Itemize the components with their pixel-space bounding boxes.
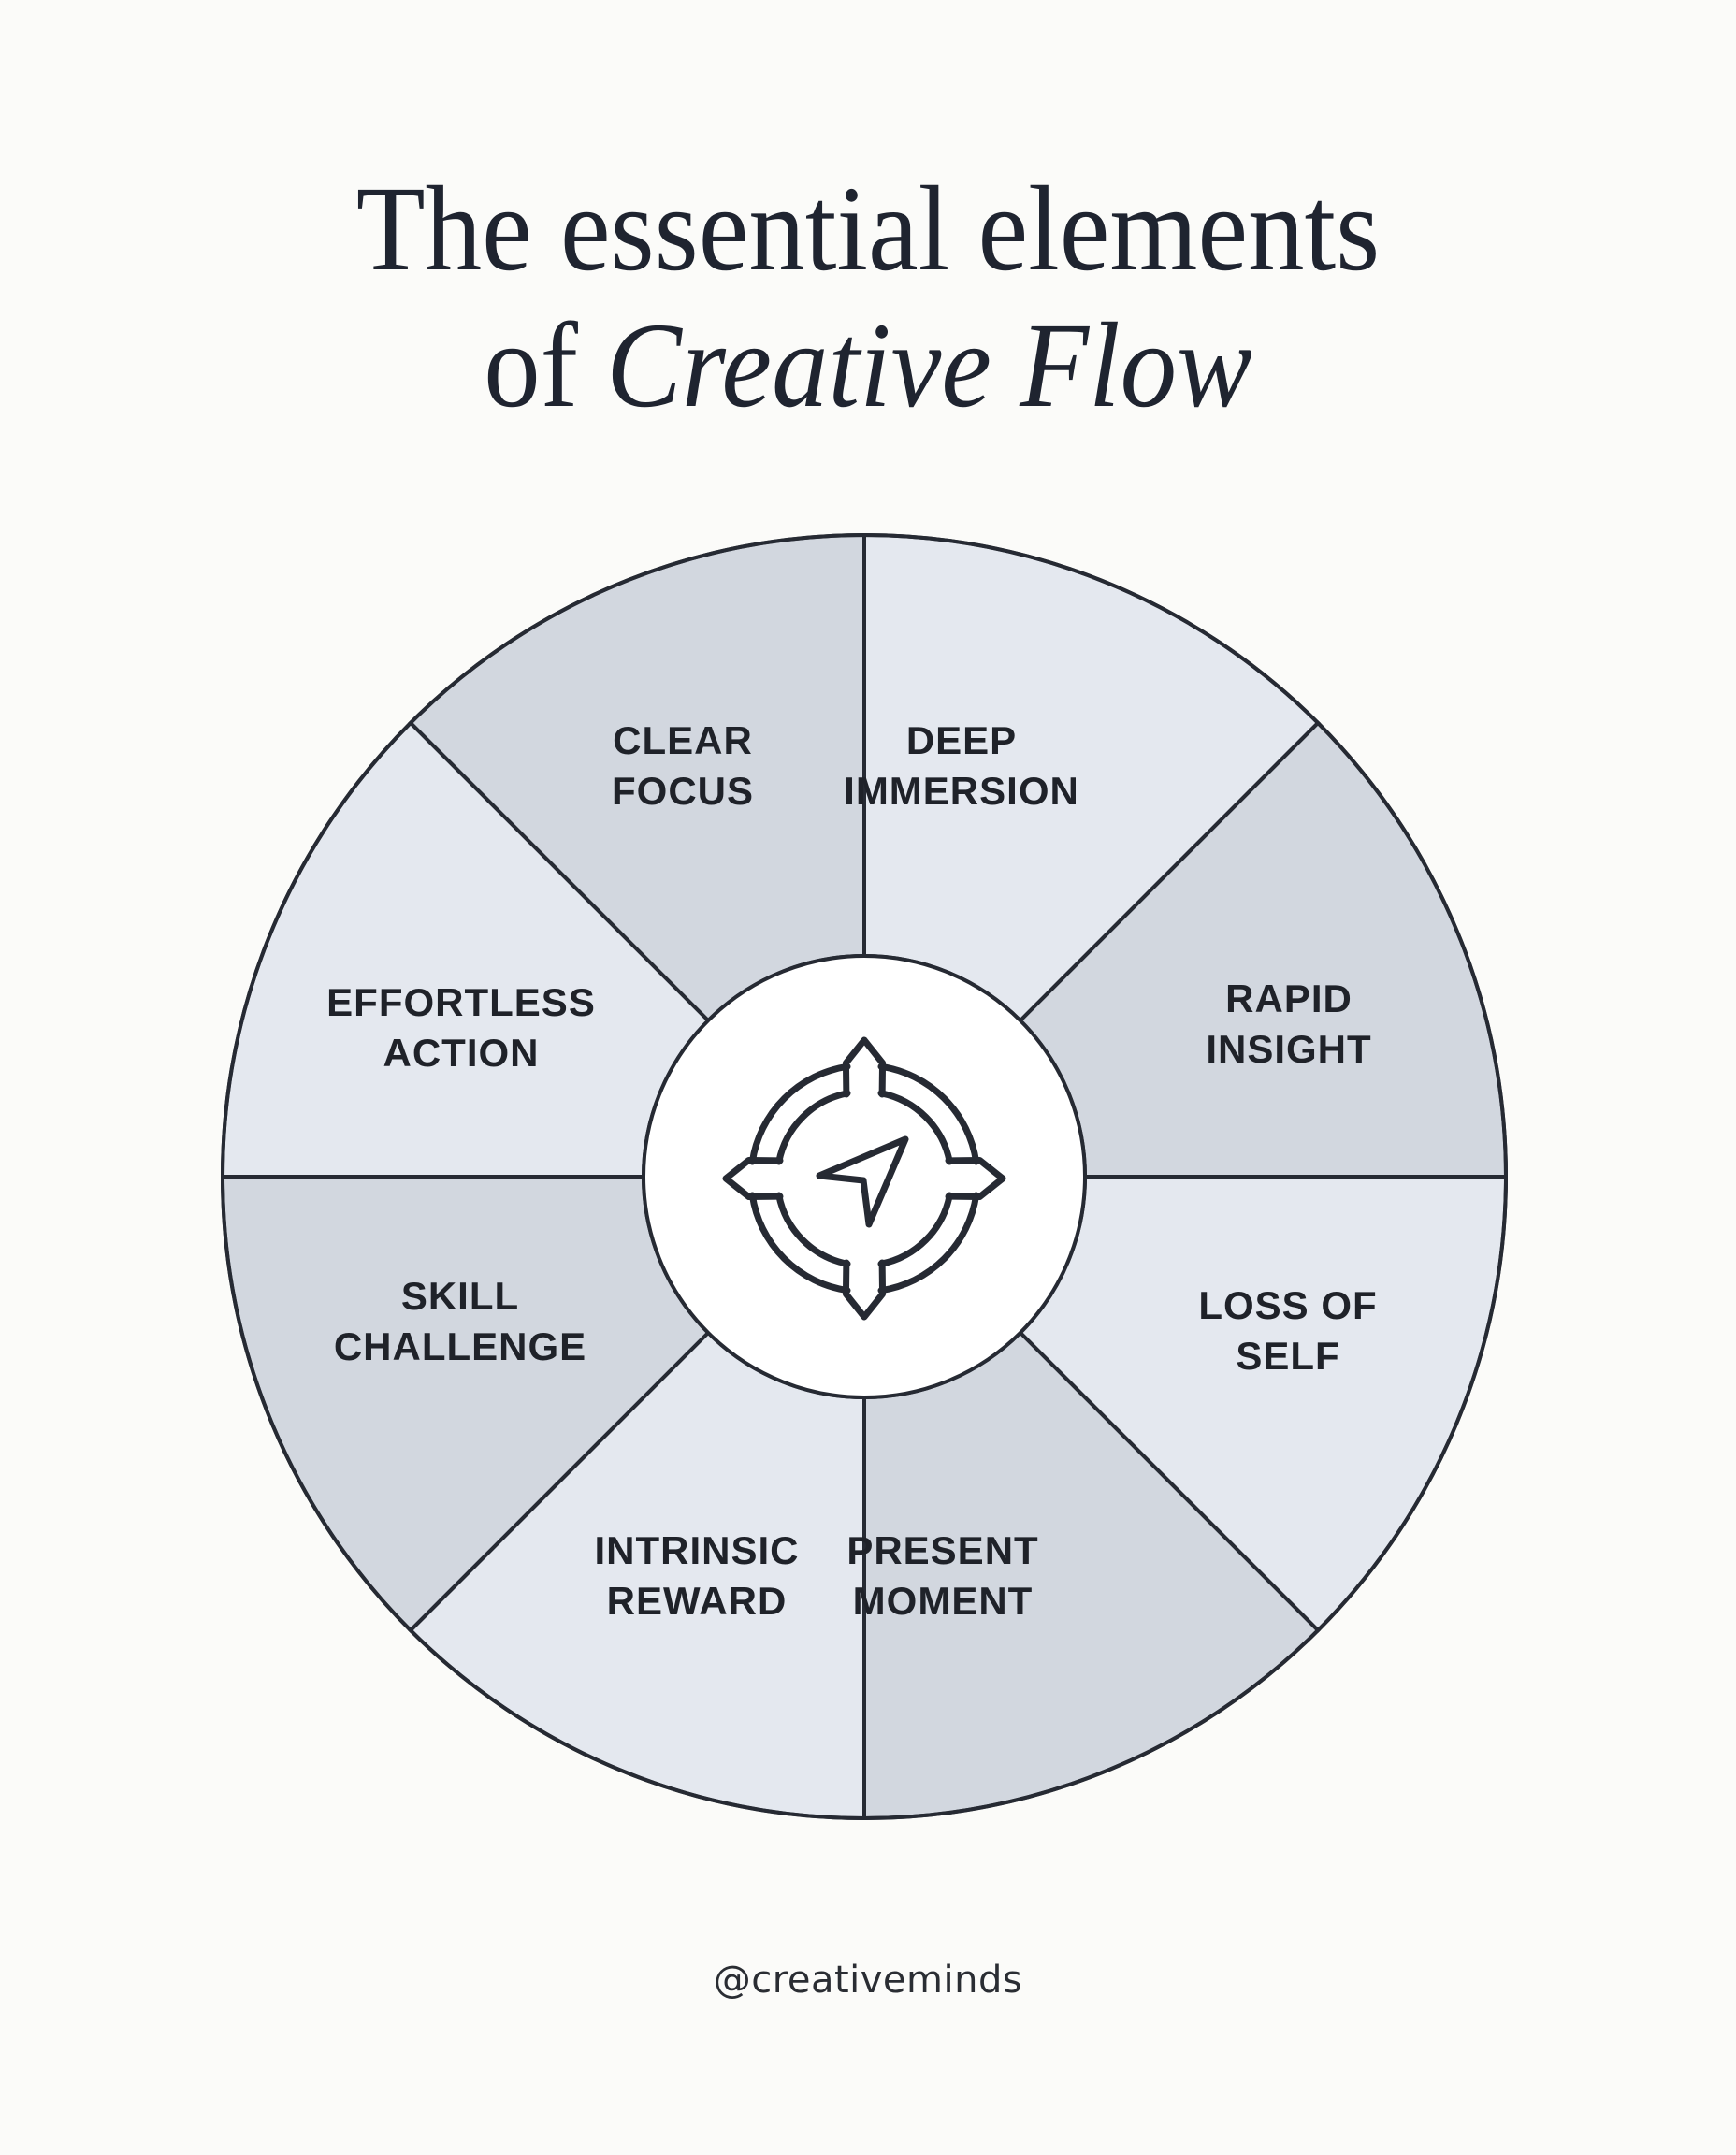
wheel-outer-ring bbox=[221, 533, 1508, 1820]
page-title-line2: of Creative Flow bbox=[61, 296, 1675, 436]
compass-inner-ring bbox=[775, 1090, 953, 1267]
segment-label: DEEP IMMERSION bbox=[844, 718, 1079, 813]
segment-label-line2: SELF bbox=[1236, 1334, 1339, 1378]
segment-label-line1: INTRINSIC bbox=[595, 1528, 800, 1572]
title-prefix: of bbox=[484, 298, 607, 433]
wheel-labels: CLEAR FOCUS DEEP IMMERSION RAPID INSIGHT LOSS … bbox=[326, 718, 1377, 1623]
segment-label: INTRINSIC REWARD bbox=[595, 1528, 800, 1623]
segment-label-line1: RAPID bbox=[1225, 976, 1353, 1020]
compass-needle bbox=[816, 1135, 909, 1228]
segment-label-line2: MOMENT bbox=[853, 1579, 1034, 1623]
wheel-hub bbox=[642, 954, 1087, 1399]
compass-outer-ring bbox=[748, 1063, 980, 1294]
title-emphasis: Creative Flow bbox=[606, 298, 1252, 433]
segment-label-line2: INSIGHT bbox=[1206, 1027, 1371, 1071]
segment-label: LOSS OF SELF bbox=[1198, 1283, 1377, 1378]
author-handle: @creativeminds bbox=[713, 1959, 1023, 2002]
segment-label: EFFORTLESS ACTION bbox=[326, 980, 596, 1075]
segment-label-line2: IMMERSION bbox=[844, 769, 1079, 813]
segment-label: SKILL CHALLENGE bbox=[334, 1274, 586, 1368]
segment-label-line2: FOCUS bbox=[612, 769, 754, 813]
segment-label: RAPID INSIGHT bbox=[1206, 976, 1371, 1071]
compass-star bbox=[722, 1036, 1006, 1321]
segment-label-line1: SKILL bbox=[401, 1274, 519, 1318]
page-title-line1: The essential elements bbox=[355, 162, 1381, 296]
segment-label-line1: LOSS OF bbox=[1198, 1283, 1377, 1327]
segment-label-line2: CHALLENGE bbox=[334, 1324, 586, 1368]
segment-label-line2: ACTION bbox=[383, 1031, 540, 1075]
compass-icon bbox=[722, 1036, 1006, 1321]
segment-label-line1: CLEAR bbox=[613, 718, 753, 762]
segment-label-line1: PRESENT bbox=[846, 1528, 1038, 1572]
segment-label-line1: DEEP bbox=[906, 718, 1017, 762]
segment-label: PRESENT MOMENT bbox=[846, 1528, 1038, 1623]
segment-label: CLEAR FOCUS bbox=[612, 718, 754, 813]
segment-label-line2: REWARD bbox=[607, 1579, 788, 1623]
segment-label-line1: EFFORTLESS bbox=[326, 980, 596, 1024]
